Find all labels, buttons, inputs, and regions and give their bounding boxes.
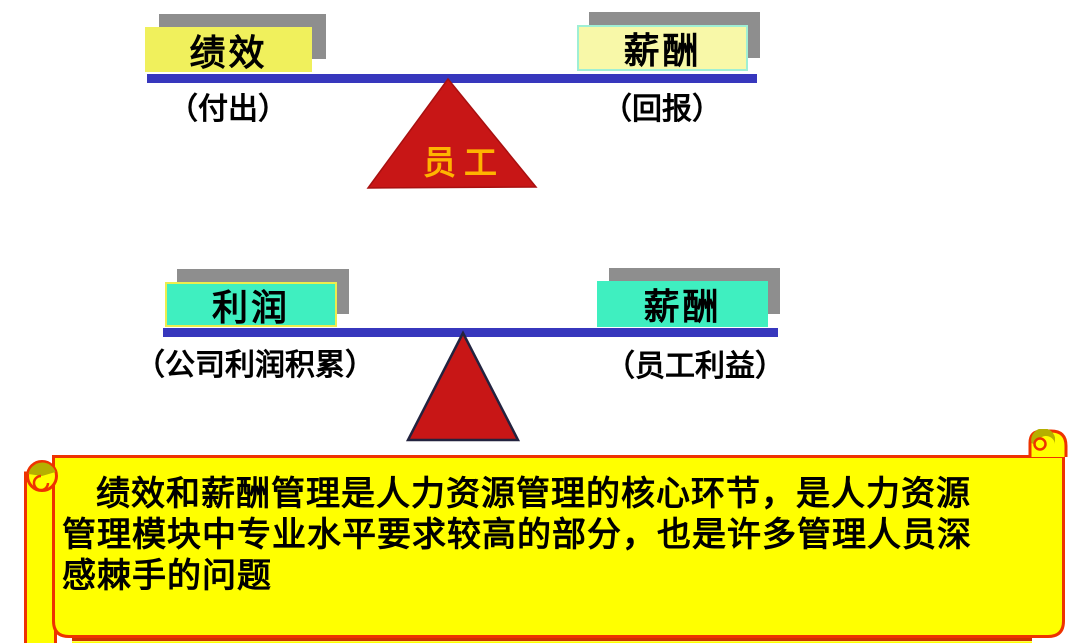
top-fulcrum-triangle (366, 77, 538, 189)
bottom-left-term-label: 利润 (211, 286, 290, 328)
top-right-term-box: 薪酬 (577, 25, 748, 71)
scroll-note-line-2: 管理模块中专业水平要求较高的部分，也是许多管理人员深 (62, 516, 972, 554)
top-right-term-label: 薪酬 (623, 30, 702, 71)
scroll-curl-top-left-icon (26, 460, 58, 492)
bottom-fulcrum-triangle (405, 330, 521, 442)
top-left-term-note: （付出） (168, 93, 288, 126)
bottom-right-term-box: 薪酬 (597, 281, 768, 327)
top-left-term-label: 绩效 (189, 31, 268, 73)
scroll-note-text: 绩效和薪酬管理是人力资源管理的核心环节，是人力资源 管理模块中专业水平要求较高的… (62, 474, 1022, 597)
scroll-note-line-3: 感棘手的问题 (62, 557, 272, 595)
bottom-balance-beam (163, 328, 778, 337)
top-fulcrum-label: 员工 (423, 144, 505, 181)
scroll-panel (52, 455, 1065, 638)
bottom-left-term-box: 利润 (165, 282, 337, 328)
bottom-right-term-note: （员工利益） (605, 350, 785, 383)
scroll-note-line-1: 绩效和薪酬管理是人力资源管理的核心环节，是人力资源 (96, 475, 971, 513)
top-left-term-box: 绩效 (145, 27, 312, 73)
scroll-curl-top-right-icon (1028, 429, 1068, 457)
scroll-left-roll (24, 471, 57, 643)
scroll-bottom-roll (72, 641, 1032, 643)
top-right-term-note: （回报） (602, 93, 722, 126)
bottom-left-term-note: （公司利润积累） (135, 349, 375, 382)
top-balance-beam (147, 74, 757, 83)
bottom-right-term-label: 薪酬 (643, 286, 722, 327)
scroll-banner (24, 429, 1068, 643)
